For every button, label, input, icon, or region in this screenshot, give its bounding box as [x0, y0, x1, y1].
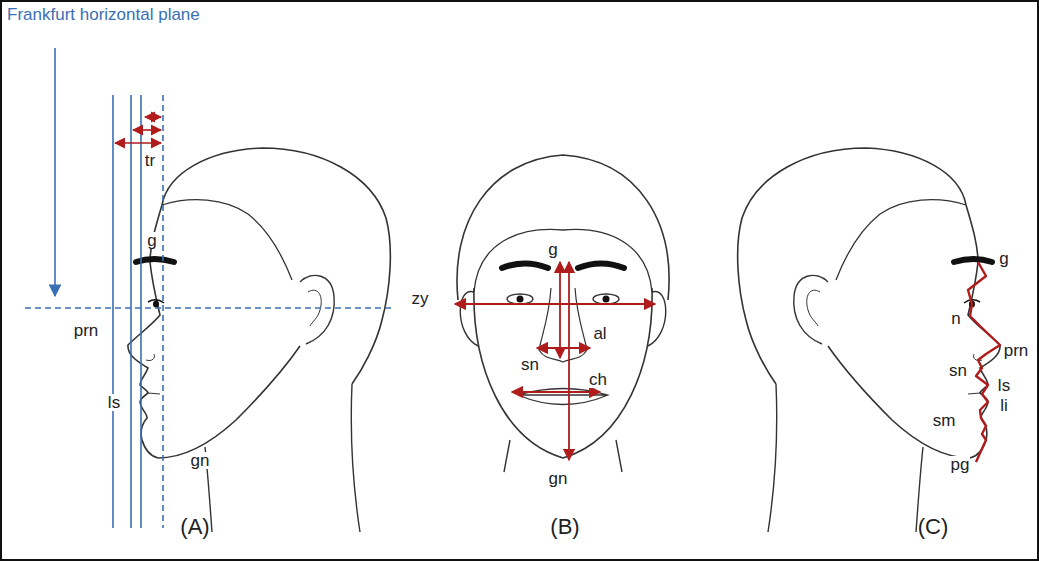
landmark-label: zy [411, 290, 430, 307]
plane-label: Frankfurt horizontal plane [6, 6, 201, 23]
landmark-label: ls [997, 377, 1011, 394]
landmark-label: g [146, 232, 157, 249]
landmark-label: ch [588, 371, 608, 388]
landmark-label: n [950, 310, 961, 327]
landmark-label: sn [520, 356, 540, 373]
landmark-label: prn [73, 322, 100, 339]
landmark-label: prn [1003, 342, 1030, 359]
landmark-label: sm [932, 412, 957, 429]
landmark-label: sn [948, 362, 968, 379]
landmark-label: al [592, 325, 607, 342]
landmark-label: tr [144, 152, 156, 169]
panel-letter: (C) [917, 516, 950, 538]
panel-letter: (B) [549, 516, 580, 538]
landmark-label: li [999, 397, 1009, 414]
landmark-label: gn [548, 470, 569, 487]
landmark-label: gn [190, 452, 211, 469]
landmark-label: g [547, 241, 558, 258]
landmark-label: g [998, 250, 1009, 267]
landmark-label: pg [950, 456, 971, 473]
landmark-label: ls [107, 394, 121, 411]
panel-letter: (A) [179, 516, 210, 538]
